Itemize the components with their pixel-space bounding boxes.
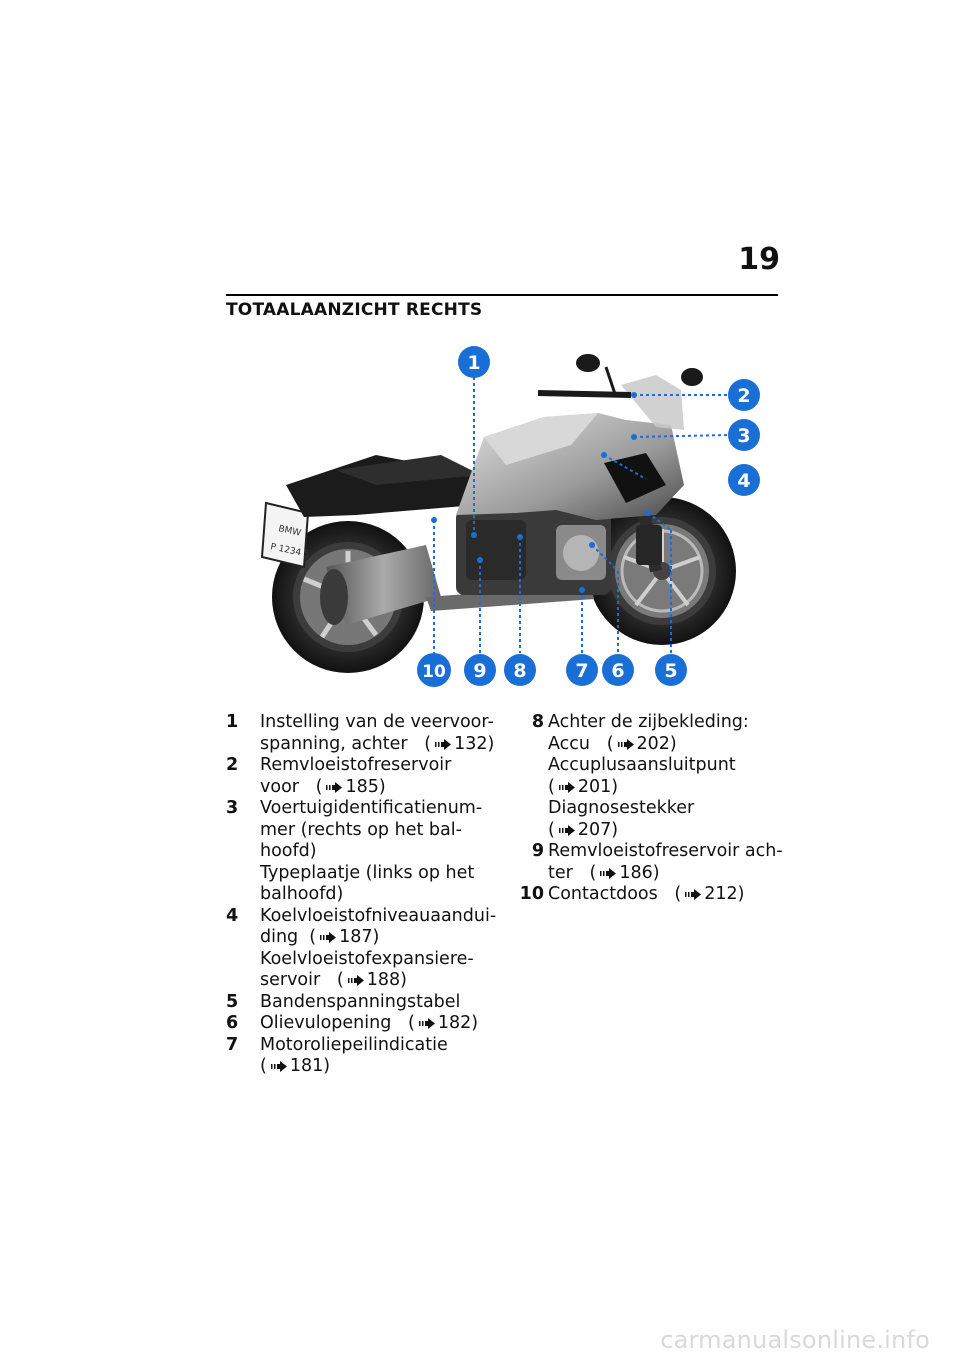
svg-text:4: 4 [737, 470, 750, 492]
legend-number: 3 [226, 798, 239, 818]
page-reference[interactable]: (182) [391, 1013, 479, 1033]
legend-text: hoofd) [260, 841, 317, 861]
page-reference[interactable]: (186) [572, 862, 660, 883]
legend-text: Instelling van de veervoor- [260, 712, 494, 732]
svg-text:2: 2 [737, 385, 750, 407]
legend-text: Olievulopening [260, 1013, 392, 1033]
callout-3: 3 [728, 419, 760, 451]
callout-1: 1 [458, 346, 490, 378]
callout-4: 4 [728, 464, 760, 496]
callout-10: 10 [417, 653, 451, 687]
page-reference[interactable]: (185) [298, 776, 386, 797]
svg-text:8: 8 [513, 660, 526, 682]
legend-text: Achter de zijbekleding: [548, 712, 749, 732]
legend-number: 2 [226, 755, 239, 775]
legend-item-1: 1 Instelling van de veervoor- spanning, … [226, 712, 494, 755]
legend-text: ding [260, 927, 299, 947]
callout-9: 9 [464, 654, 496, 686]
page-reference[interactable]: (212) [657, 884, 745, 904]
legend-text: Contactdoos [548, 884, 658, 904]
legend-text: Koelvloeistofniveauaandui- [260, 905, 497, 926]
legend-text: Bandenspanningstabel [260, 991, 461, 1012]
legend-item-2: 2 Remvloeistofreservoir voor (185) [226, 755, 491, 798]
page-number: 19 [738, 242, 780, 277]
reference-arrow-icon [320, 932, 337, 943]
page-reference[interactable]: (181) [260, 1056, 331, 1076]
license-plate: BMW P 1234 5 [260, 501, 310, 569]
reference-arrow-icon [347, 975, 364, 986]
legend-item-9: 9 Remvloeistofreservoir ach- ter (186) [510, 841, 783, 884]
page-reference[interactable]: (132) [407, 733, 495, 754]
reference-arrow-icon [418, 1018, 435, 1029]
callout-7: 7 [566, 654, 598, 686]
reference-arrow-icon [685, 889, 702, 900]
legend-number: 5 [226, 991, 239, 1012]
motorcycle-illustration: BMW P 1234 5 [260, 346, 760, 687]
page-reference[interactable]: (187) [298, 927, 380, 947]
reference-arrow-icon [270, 1061, 287, 1072]
callout-2: 2 [728, 379, 760, 411]
legend-text: voor [260, 776, 299, 797]
legend-text: servoir [260, 970, 321, 990]
svg-text:3: 3 [737, 425, 750, 447]
page-reference[interactable]: (201) [548, 776, 619, 797]
legend-left: 1 Instelling van de veervoor- spanning, … [226, 712, 496, 1078]
legend-number: 10 [519, 884, 544, 904]
legend-text: mer (rechts op het bal- [260, 819, 462, 840]
svg-text:BMW: BMW [277, 524, 302, 539]
legend-item-3: 3 Voertuigidentificatienum- mer (rechts … [226, 798, 491, 906]
legend-number: 8 [531, 712, 544, 732]
legend-text: spanning, achter [260, 733, 408, 754]
legend-number: 7 [226, 1034, 239, 1055]
reference-arrow-icon [435, 738, 452, 750]
reference-arrow-icon [326, 781, 343, 793]
legend-text: Voertuigidentificatienum- [260, 798, 483, 818]
reference-arrow-icon [600, 867, 617, 879]
legend-number: 4 [226, 905, 239, 926]
legend-item-10: 10 Contactdoos (212) [510, 884, 778, 906]
header-rule [226, 294, 778, 296]
legend-item-6: 6 Olievulopening (182) [226, 1013, 491, 1035]
legend-text: balhoofd) [260, 884, 344, 904]
legend-number: 9 [531, 841, 544, 861]
legend-number: 1 [226, 712, 239, 732]
page-reference[interactable]: (207) [548, 819, 619, 840]
callout-lines [433, 377, 730, 653]
legend-number: 6 [226, 1013, 239, 1033]
reference-arrow-icon [558, 781, 575, 793]
page-reference[interactable]: (202) [590, 733, 677, 754]
svg-text:6: 6 [611, 660, 624, 682]
motorcycle-figure: BMW P 1234 5 [226, 335, 778, 695]
legend-text: Accuplusaansluitpunt [548, 755, 736, 775]
svg-text:7: 7 [575, 660, 588, 682]
legend-item-4: 4 Koelvloeistofniveauaandui- ding (187) … [226, 905, 496, 992]
legend-text: Remvloeistofreservoir ach- [548, 841, 783, 861]
legend-text: Koelvloeistofexpansiere- [260, 948, 474, 969]
legend-item-5: 5 Bandenspanningstabel [226, 992, 491, 1014]
legend-item-7: 7 Motoroliepeilindicatie (181) [226, 1035, 491, 1078]
page-reference[interactable]: (188) [320, 970, 407, 990]
callout-6: 6 [602, 654, 634, 686]
reference-arrow-icon [617, 738, 634, 750]
front-wheel [588, 497, 736, 645]
legend-right: 8 Achter de zijbekleding: Accu (202) Acc… [510, 712, 783, 906]
callout-8: 8 [504, 654, 536, 686]
legend-text: ter [548, 862, 573, 883]
svg-text:5: 5 [664, 660, 677, 682]
svg-text:9: 9 [473, 660, 486, 682]
legend-item-8: 8 Achter de zijbekleding: Accu (202) Acc… [510, 712, 778, 841]
section-title: TOTAALAANZICHT RECHTS [226, 300, 483, 320]
legend-text: Remvloeistofreservoir [260, 755, 452, 775]
callout-5: 5 [655, 654, 687, 686]
legend-text: Accu [548, 733, 590, 754]
reference-arrow-icon [558, 824, 575, 836]
legend-text: Motoroliepeilindicatie [260, 1034, 448, 1055]
svg-text:1: 1 [467, 352, 480, 374]
watermark: carmanualsonline.info [660, 1326, 930, 1354]
svg-text:10: 10 [422, 662, 446, 682]
legend-text: Typeplaatje (links op het [260, 862, 475, 883]
legend-text: Diagnosestekker [548, 798, 695, 818]
